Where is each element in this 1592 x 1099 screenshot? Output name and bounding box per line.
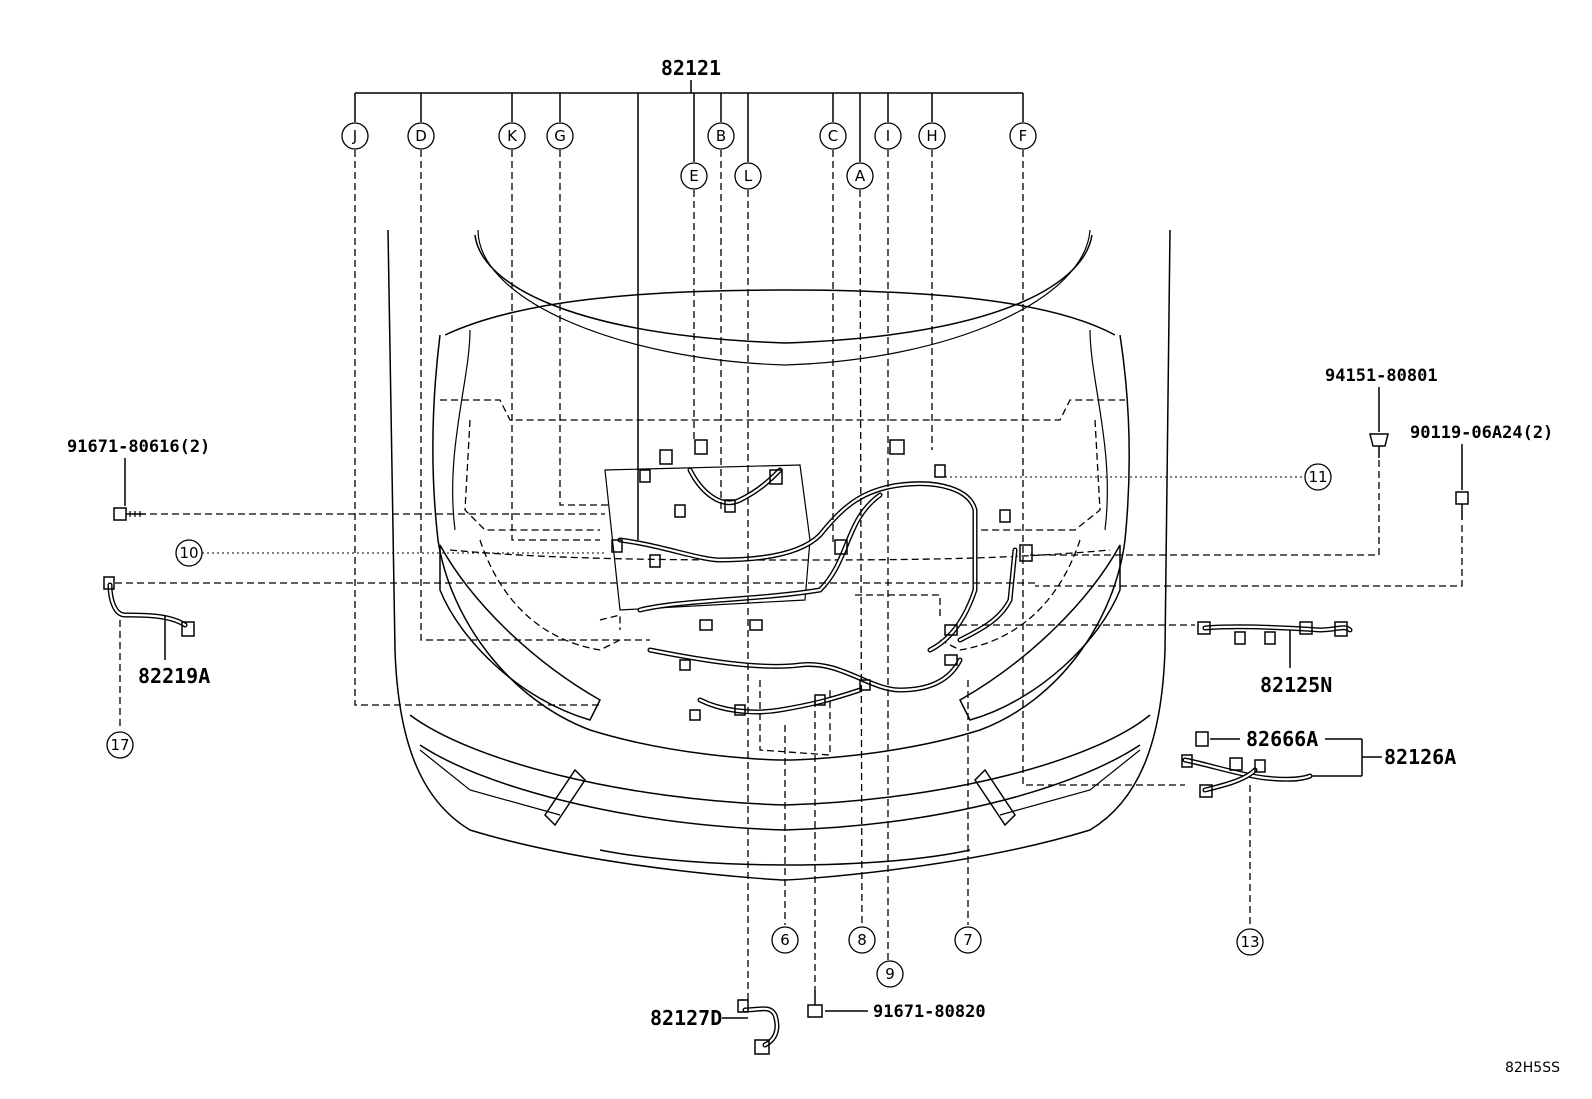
letter-C: C (819, 122, 847, 150)
bolt-bottom: 91671-80820 (807, 700, 986, 1022)
part-label-82125N[interactable]: 82125N (1260, 673, 1332, 697)
letter-dashed-leaders (354, 150, 1185, 1001)
bolt-left-icon (113, 507, 146, 521)
part-label-82666A[interactable]: 82666A (1246, 727, 1318, 751)
letter-D: D (407, 122, 435, 150)
callout-17-text: 17 (110, 736, 129, 754)
letter-J-text: J (352, 127, 357, 145)
letter-E: E (680, 162, 708, 190)
bolt-right: 90119-06A24(2) (1035, 423, 1553, 587)
letter-B-text: B (716, 127, 726, 145)
connector-letter-circles: J D K G E B L C A I H F (341, 122, 1037, 190)
letter-A: A (846, 162, 874, 190)
part-label-94151-80801[interactable]: 94151-80801 (1325, 366, 1438, 386)
part-label-90119-06A24[interactable]: 90119-06A24(2) (1410, 423, 1553, 443)
part-label-82121[interactable]: 82121 (661, 56, 721, 80)
callout-10: 11 (940, 463, 1332, 491)
sub-harness-82127D: 82127D (650, 999, 780, 1055)
engine-bay-outline (440, 399, 1125, 756)
sub-harness-82219A: 82219A 17 (103, 576, 1035, 759)
letter-G-text: G (554, 127, 566, 145)
letter-G: G (546, 122, 574, 150)
letter-H: H (918, 122, 946, 150)
callout-13-text: 13 (1240, 933, 1259, 951)
callout-13-ring (1236, 928, 1264, 956)
vehicle-outline (387, 229, 1171, 881)
clip-icon (1369, 433, 1389, 458)
letter-B: B (707, 122, 735, 150)
assembly-82126A: 82666A 82126A 13 (1181, 727, 1456, 956)
part-label-91671-80820[interactable]: 91671-80820 (873, 1002, 986, 1022)
part-label-82127D[interactable]: 82127D (650, 1006, 722, 1030)
leader-82121 (354, 80, 1024, 540)
main-harness-82121 (604, 439, 1033, 721)
callout-11: 10 (175, 539, 605, 567)
letter-I: I (874, 122, 902, 150)
letter-L: L (734, 162, 762, 190)
letter-K: K (498, 122, 526, 150)
letter-E-text: E (689, 167, 698, 185)
part-label-82126A[interactable]: 82126A (1384, 745, 1456, 769)
clip-94151-80801: 94151-80801 (1030, 366, 1438, 556)
callout-7-text: 7 (963, 931, 973, 949)
callout-10-text: 11 (1308, 468, 1327, 486)
bolt-bottom-icon (807, 990, 823, 1018)
letter-H-text: H (926, 127, 937, 145)
letter-L-text: L (744, 167, 753, 185)
callout-8-text: 8 (857, 931, 867, 949)
bottom-callouts: 6 8 9 7 (771, 680, 982, 988)
letter-I-text: I (886, 127, 890, 145)
sub-harness-82125N: 82125N (960, 621, 1353, 697)
letter-K-text: K (507, 127, 518, 145)
part-label-82219A[interactable]: 82219A (138, 664, 210, 688)
letter-F-text: F (1019, 127, 1028, 145)
bolt-left: 91671-80616(2) (67, 437, 605, 521)
letter-C-text: C (828, 127, 838, 145)
letter-D-text: D (415, 127, 427, 145)
callout-9-text: 9 (885, 965, 895, 983)
letter-A-text: A (855, 167, 866, 185)
callout-11-text: 10 (179, 544, 198, 562)
diagram-code: 82H5SS (1505, 1060, 1560, 1076)
cover-82666A-icon (1195, 731, 1209, 747)
letter-J: J (341, 122, 369, 150)
letter-F: F (1009, 122, 1037, 150)
bolt-right-icon (1455, 491, 1469, 520)
callout-6-text: 6 (780, 931, 790, 949)
part-label-91671-80616[interactable]: 91671-80616(2) (67, 437, 210, 457)
